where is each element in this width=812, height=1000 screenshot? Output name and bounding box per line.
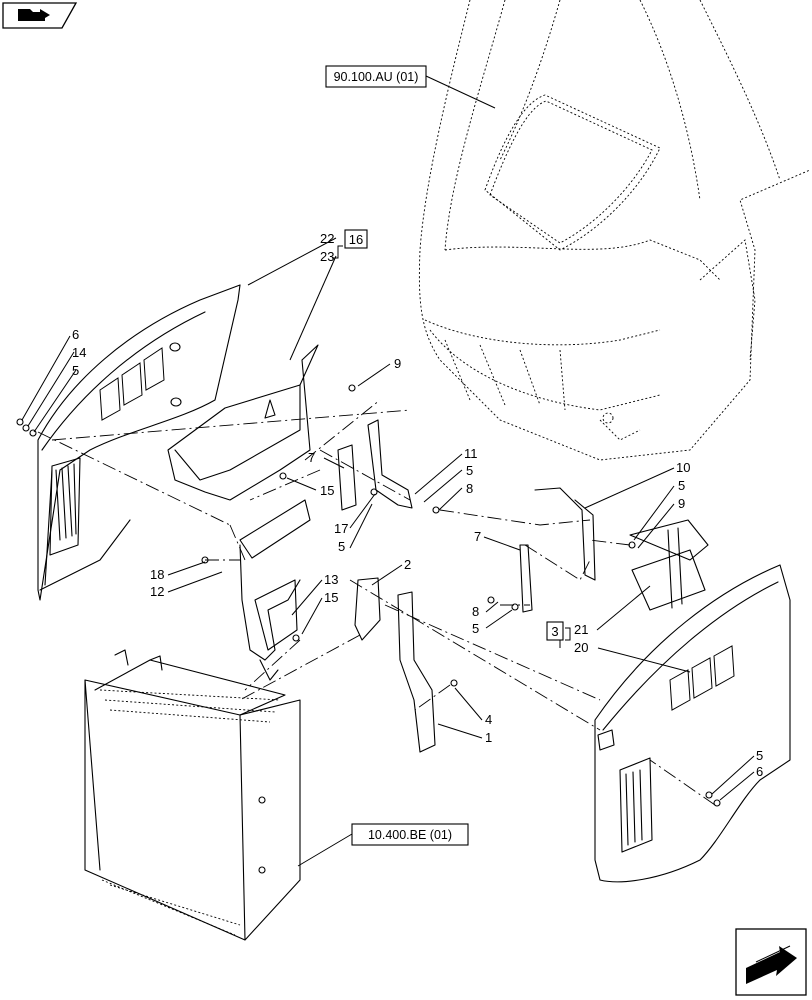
callout-14[interactable]: 14 bbox=[72, 345, 86, 360]
callout-5-bottom[interactable]: 5 bbox=[472, 621, 479, 636]
leader-lines bbox=[21, 75, 755, 867]
callout-16[interactable]: 16 bbox=[349, 232, 363, 247]
callout-20[interactable]: 20 bbox=[574, 640, 588, 655]
callout-5-center[interactable]: 5 bbox=[466, 463, 473, 478]
callout-box-3 bbox=[546, 621, 564, 641]
folder-arrow-icon[interactable] bbox=[2, 2, 78, 29]
center-brackets bbox=[239, 419, 709, 753]
callout-17[interactable]: 17 bbox=[334, 521, 348, 536]
callout-5-lower-right[interactable]: 5 bbox=[756, 748, 763, 763]
radiator-illustration bbox=[84, 649, 301, 941]
alignment-lines bbox=[37, 399, 716, 806]
callout-numbers: 22 16 23 6 14 5 9 7 15 11 5 8 17 5 10 5 … bbox=[72, 231, 763, 779]
callout-7-left[interactable]: 7 bbox=[308, 450, 315, 465]
callout-2[interactable]: 2 bbox=[404, 557, 411, 572]
callout-15-bottom[interactable]: 15 bbox=[324, 590, 338, 605]
hood-illustration bbox=[418, 0, 811, 461]
callout-9-top[interactable]: 9 bbox=[394, 356, 401, 371]
left-side-panel bbox=[37, 284, 319, 601]
ref-label-radiator[interactable]: 10.400.BE (01) bbox=[368, 828, 452, 842]
next-page-arrow-icon[interactable] bbox=[735, 928, 807, 996]
callout-5-right[interactable]: 5 bbox=[678, 478, 685, 493]
callout-3[interactable]: 3 bbox=[551, 624, 558, 639]
callout-15-top[interactable]: 15 bbox=[320, 483, 334, 498]
callout-22[interactable]: 22 bbox=[320, 231, 334, 246]
callout-box-16 bbox=[344, 229, 368, 249]
callout-6-lower-right[interactable]: 6 bbox=[756, 764, 763, 779]
callout-8-center[interactable]: 8 bbox=[466, 481, 473, 496]
fasteners bbox=[16, 384, 721, 807]
callout-23[interactable]: 23 bbox=[320, 249, 334, 264]
callout-6-left[interactable]: 6 bbox=[72, 327, 79, 342]
callout-8-bottom[interactable]: 8 bbox=[472, 604, 479, 619]
ref-box-hood[interactable]: 90.100.AU (01) bbox=[325, 65, 427, 88]
callout-10[interactable]: 10 bbox=[676, 460, 690, 475]
callout-11[interactable]: 11 bbox=[464, 446, 478, 461]
callout-13[interactable]: 13 bbox=[324, 572, 338, 587]
callout-5-left[interactable]: 5 bbox=[72, 363, 79, 378]
ref-box-radiator[interactable]: 10.400.BE (01) bbox=[351, 823, 469, 846]
right-side-panel bbox=[594, 564, 791, 883]
callout-1[interactable]: 1 bbox=[485, 730, 492, 745]
callout-7-right[interactable]: 7 bbox=[474, 529, 481, 544]
callout-5-bracket[interactable]: 5 bbox=[338, 539, 345, 554]
callout-4[interactable]: 4 bbox=[485, 712, 492, 727]
callout-18[interactable]: 18 bbox=[150, 567, 164, 582]
callout-9-right[interactable]: 9 bbox=[678, 496, 685, 511]
ref-label-hood[interactable]: 90.100.AU (01) bbox=[334, 70, 419, 84]
callout-12[interactable]: 12 bbox=[150, 584, 164, 599]
callout-21[interactable]: 21 bbox=[574, 622, 588, 637]
